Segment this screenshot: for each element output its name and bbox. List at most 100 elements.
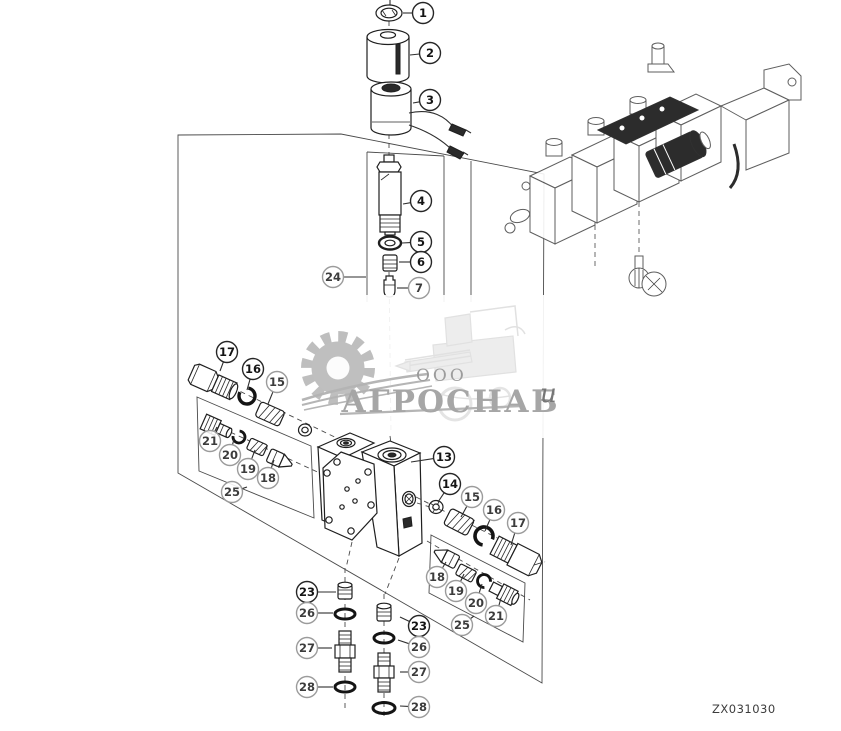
svg-text:27: 27 bbox=[411, 665, 427, 679]
callout-17: 17 bbox=[215, 340, 239, 372]
callout-15: 15 bbox=[265, 370, 289, 405]
part-21-adjuster-right bbox=[488, 581, 520, 607]
svg-text:2: 2 bbox=[426, 46, 434, 60]
right-cartridge-group bbox=[415, 496, 546, 643]
callout-15: 15 bbox=[460, 485, 484, 518]
callout-26: 26 bbox=[295, 601, 333, 625]
callout-7: 7 bbox=[397, 276, 431, 300]
svg-text:6: 6 bbox=[417, 255, 425, 269]
part-15-spring-right bbox=[443, 508, 475, 536]
svg-text:4: 4 bbox=[417, 194, 425, 208]
reference-assembly-thumbnail bbox=[504, 42, 802, 297]
svg-text:26: 26 bbox=[299, 606, 315, 620]
part-18-poppet-left bbox=[266, 448, 293, 468]
svg-text:23: 23 bbox=[411, 619, 427, 633]
mounting-plate bbox=[322, 451, 378, 541]
part-26-oring-right bbox=[372, 631, 396, 645]
callout-27: 27 bbox=[400, 660, 431, 684]
callout-1: 1 bbox=[403, 1, 435, 25]
part-20-ring-left bbox=[231, 429, 247, 445]
part-7-poppet bbox=[383, 275, 396, 298]
end-bracket bbox=[719, 63, 802, 171]
callout-25: 25 bbox=[220, 480, 248, 504]
callout-layer: 1234567241314151617181920212517161521201… bbox=[198, 1, 530, 719]
callout-19: 19 bbox=[444, 573, 468, 603]
part-17-plug-right bbox=[489, 535, 543, 577]
svg-text:25: 25 bbox=[224, 485, 240, 499]
part-14-washer-right bbox=[428, 499, 444, 515]
callout-28: 28 bbox=[295, 675, 333, 699]
callout-20: 20 bbox=[464, 583, 488, 615]
side-port-square bbox=[402, 516, 413, 529]
highlighted-section bbox=[596, 96, 740, 189]
svg-text:17: 17 bbox=[510, 516, 526, 530]
top-left-port bbox=[336, 437, 356, 449]
cartridge-stack bbox=[376, 154, 403, 435]
svg-text:21: 21 bbox=[488, 609, 504, 623]
callout-17: 17 bbox=[506, 511, 530, 546]
svg-text:20: 20 bbox=[468, 596, 484, 610]
part-19-spring-right bbox=[455, 563, 478, 583]
callout-3: 3 bbox=[412, 88, 442, 112]
svg-text:17: 17 bbox=[219, 345, 235, 359]
section-caps bbox=[545, 42, 675, 157]
part-4-cartridge bbox=[376, 154, 402, 236]
callout-19: 19 bbox=[236, 449, 260, 481]
part-5-washer bbox=[377, 235, 403, 251]
callout-23: 23 bbox=[399, 614, 431, 638]
valve-body bbox=[316, 432, 431, 595]
callout-20: 20 bbox=[218, 438, 242, 467]
svg-text:21: 21 bbox=[202, 434, 218, 448]
part-28-oring-right bbox=[371, 701, 397, 715]
callout-14: 14 bbox=[437, 472, 462, 503]
callout-4: 4 bbox=[402, 189, 433, 213]
svg-text:19: 19 bbox=[240, 462, 256, 476]
callout-2: 2 bbox=[409, 41, 442, 65]
harvester-watermark-image bbox=[394, 305, 526, 422]
part-27-fitting-right bbox=[373, 652, 395, 693]
callout-5: 5 bbox=[401, 230, 433, 254]
part-27-fitting-left bbox=[334, 630, 356, 673]
svg-text:25: 25 bbox=[454, 618, 470, 632]
svg-text:5: 5 bbox=[417, 235, 425, 249]
svg-text:1: 1 bbox=[419, 6, 427, 20]
part-6-sleeve bbox=[382, 254, 398, 272]
solenoid-stack bbox=[366, 0, 472, 160]
svg-text:19: 19 bbox=[448, 584, 464, 598]
side-port-threaded bbox=[401, 490, 417, 508]
part-28-oring-left bbox=[333, 680, 357, 694]
callout-18: 18 bbox=[256, 459, 280, 490]
part-16-oring-left bbox=[237, 386, 257, 406]
svg-text:20: 20 bbox=[222, 448, 238, 462]
bottom-plug-column-right bbox=[371, 594, 397, 718]
svg-text:26: 26 bbox=[411, 640, 427, 654]
callout-26: 26 bbox=[397, 635, 431, 659]
svg-text:28: 28 bbox=[411, 700, 427, 714]
part-18-poppet-right bbox=[433, 549, 460, 569]
watermark-company-text: АГРОСНАБ bbox=[341, 384, 560, 420]
svg-text:3: 3 bbox=[426, 93, 434, 107]
callout-25: 25 bbox=[450, 613, 475, 637]
gear-watermark-icon bbox=[301, 331, 375, 405]
part-1-nut bbox=[375, 4, 403, 22]
figure-code: ZX031030 bbox=[712, 702, 776, 716]
svg-text:13: 13 bbox=[436, 450, 452, 464]
callout-16: 16 bbox=[482, 498, 506, 532]
callout-28: 28 bbox=[399, 695, 431, 719]
svg-text:14: 14 bbox=[442, 477, 458, 491]
watermark-suffix-text: и bbox=[540, 379, 557, 409]
top-port bbox=[377, 447, 407, 463]
group-25-bracket-left bbox=[196, 396, 315, 519]
part-seat-disc-left bbox=[297, 423, 313, 437]
left-cartridge-group bbox=[187, 363, 346, 519]
svg-text:15: 15 bbox=[269, 375, 285, 389]
svg-text:16: 16 bbox=[486, 503, 502, 517]
part-20-ring-right bbox=[476, 573, 492, 589]
svg-text:28: 28 bbox=[299, 680, 315, 694]
valve-sections bbox=[528, 93, 723, 245]
callout-21: 21 bbox=[198, 426, 222, 453]
watermark: ООО АГРОСНАБ и bbox=[300, 295, 560, 438]
callout-27: 27 bbox=[295, 636, 332, 660]
